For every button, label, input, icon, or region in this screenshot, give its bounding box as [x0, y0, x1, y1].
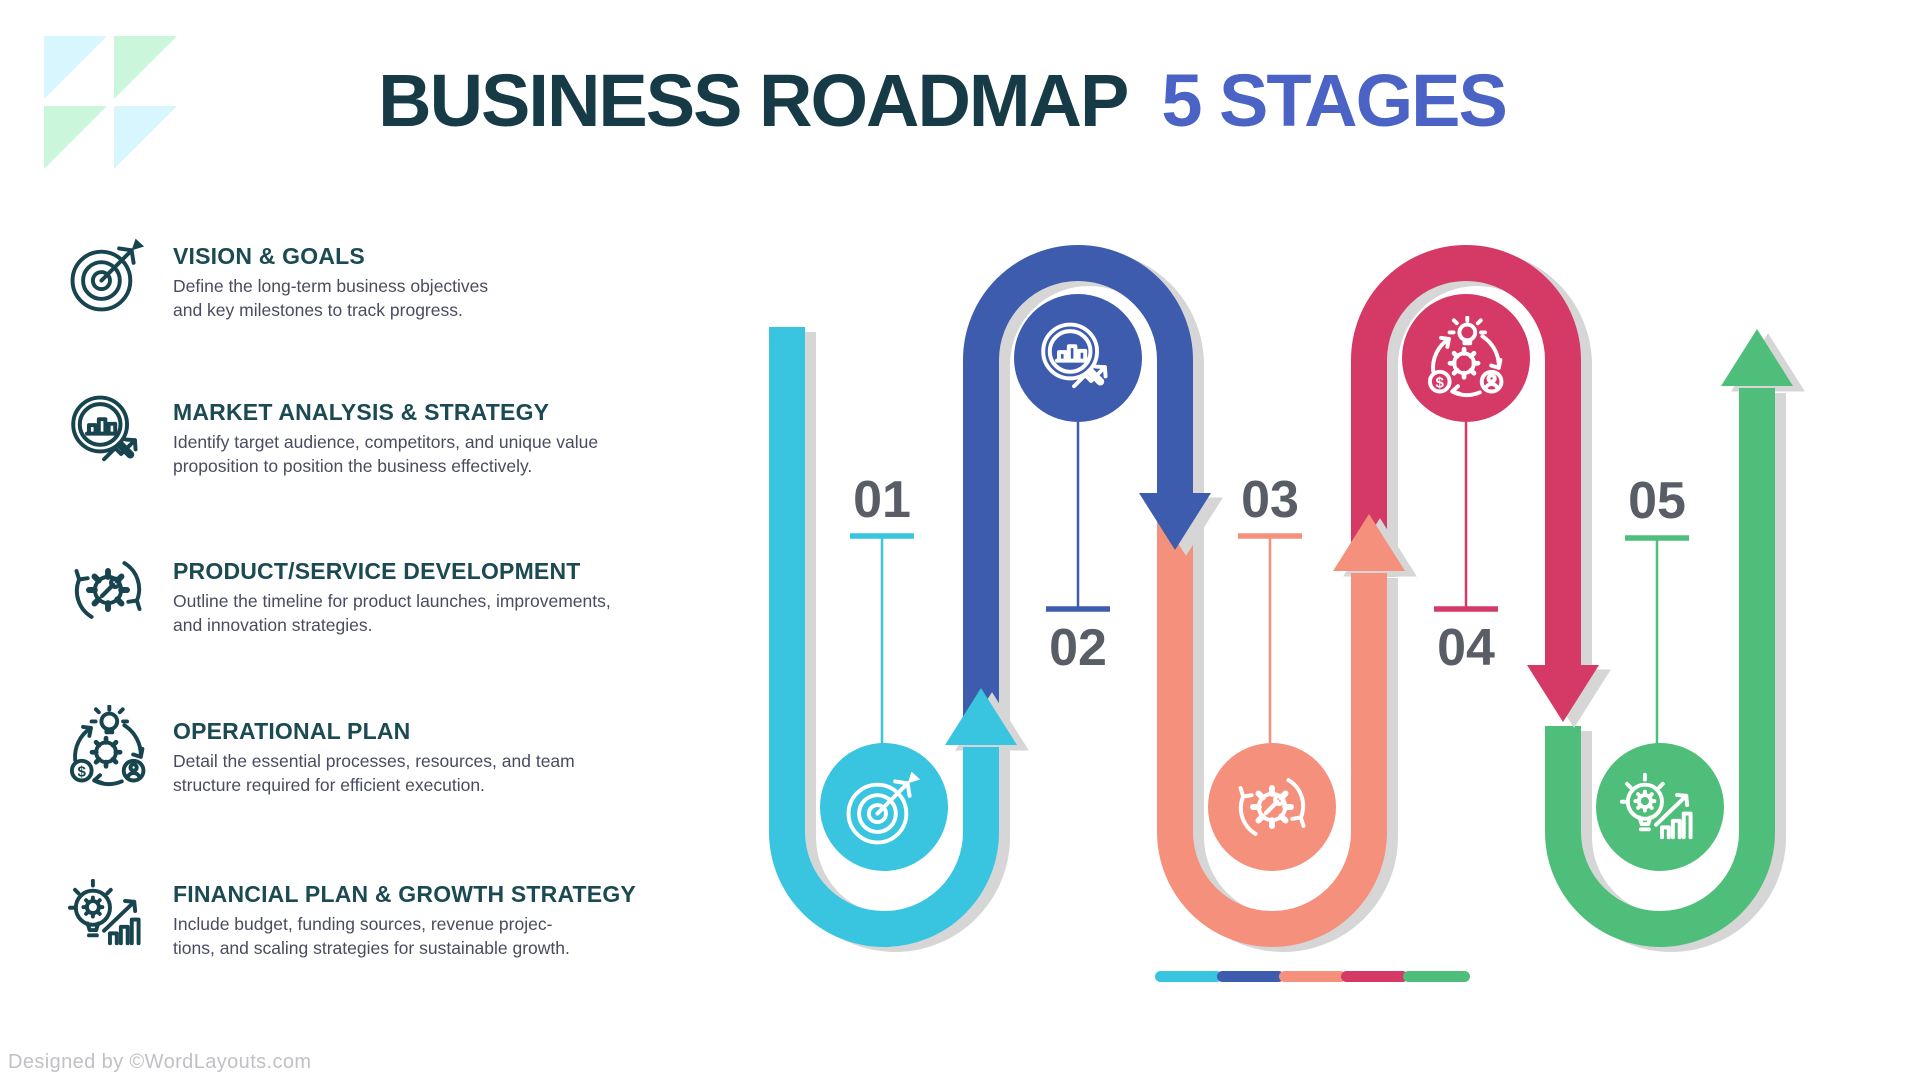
page-title: BUSINESS ROADMAP: [378, 59, 1129, 142]
item-desc-line1: Define the long-term business objectives: [173, 276, 489, 296]
logo-triangle: [114, 106, 177, 169]
arrow-down-icon: [1139, 493, 1211, 550]
progress-segment: [1217, 971, 1284, 982]
item-desc-line2: and key milestones to track progress.: [173, 300, 463, 320]
item-desc-line2: and innovation strategies.: [173, 615, 373, 635]
stage-4-circle: [1402, 294, 1530, 422]
logo-triangle: [44, 36, 107, 99]
logo-triangle: [44, 106, 107, 169]
stage-3-number: 03: [1241, 471, 1299, 529]
stage-3-path: [1157, 502, 1417, 952]
item-desc-line2: tions, and scaling strategies for sustai…: [173, 938, 570, 958]
page-title-accent: 5 STAGES: [1161, 59, 1507, 142]
stage-5-number: 05: [1628, 472, 1686, 530]
item-title: PRODUCT/SERVICE DEVELOPMENT: [173, 558, 581, 584]
progress-bar: [1155, 971, 1470, 982]
progress-segment: [1155, 971, 1222, 982]
stage-connectors: [850, 422, 1689, 744]
header: BUSINESS ROADMAP 5 STAGES: [0, 58, 1920, 143]
item-title: FINANCIAL PLAN & GROWTH STRATEGY: [173, 881, 636, 907]
stage-2-number: 02: [1049, 619, 1107, 677]
item-desc-line2: proposition to position the business eff…: [173, 456, 533, 476]
item-desc-line1: Outline the timeline for product launche…: [173, 591, 611, 611]
item-title: OPERATIONAL PLAN: [173, 718, 411, 744]
item-desc-line2: structure required for efficient executi…: [173, 775, 485, 795]
logo-triangle: [114, 36, 177, 99]
stage-1-path: [769, 327, 1029, 952]
item-desc-line1: Identify target audience, competitors, a…: [173, 432, 599, 452]
arrow-up-icon: [1333, 514, 1405, 571]
arrow-up-icon: [945, 688, 1017, 745]
logo: [44, 36, 177, 169]
item-title: MARKET ANALYSIS & STRATEGY: [173, 399, 550, 425]
stage-4-path: [1351, 245, 1611, 728]
stage-5-path: [1545, 329, 1805, 952]
stage-1-number: 01: [853, 471, 911, 529]
item-desc-line1: Include budget, funding sources, revenue…: [173, 914, 553, 934]
stage-2-path: [963, 245, 1223, 753]
progress-segment: [1341, 971, 1408, 982]
item-title: VISION & GOALS: [173, 243, 365, 269]
stage-circles: [820, 294, 1724, 871]
arrow-down-icon: [1527, 665, 1599, 722]
credit-text: Designed by ©WordLayouts.com: [8, 1051, 312, 1073]
arrow-up-icon: [1721, 329, 1793, 386]
progress-segment: [1279, 971, 1346, 982]
stage-4-number: 04: [1437, 619, 1495, 677]
progress-segment: [1403, 971, 1470, 982]
item-desc-line1: Detail the essential processes, resource…: [173, 751, 575, 771]
